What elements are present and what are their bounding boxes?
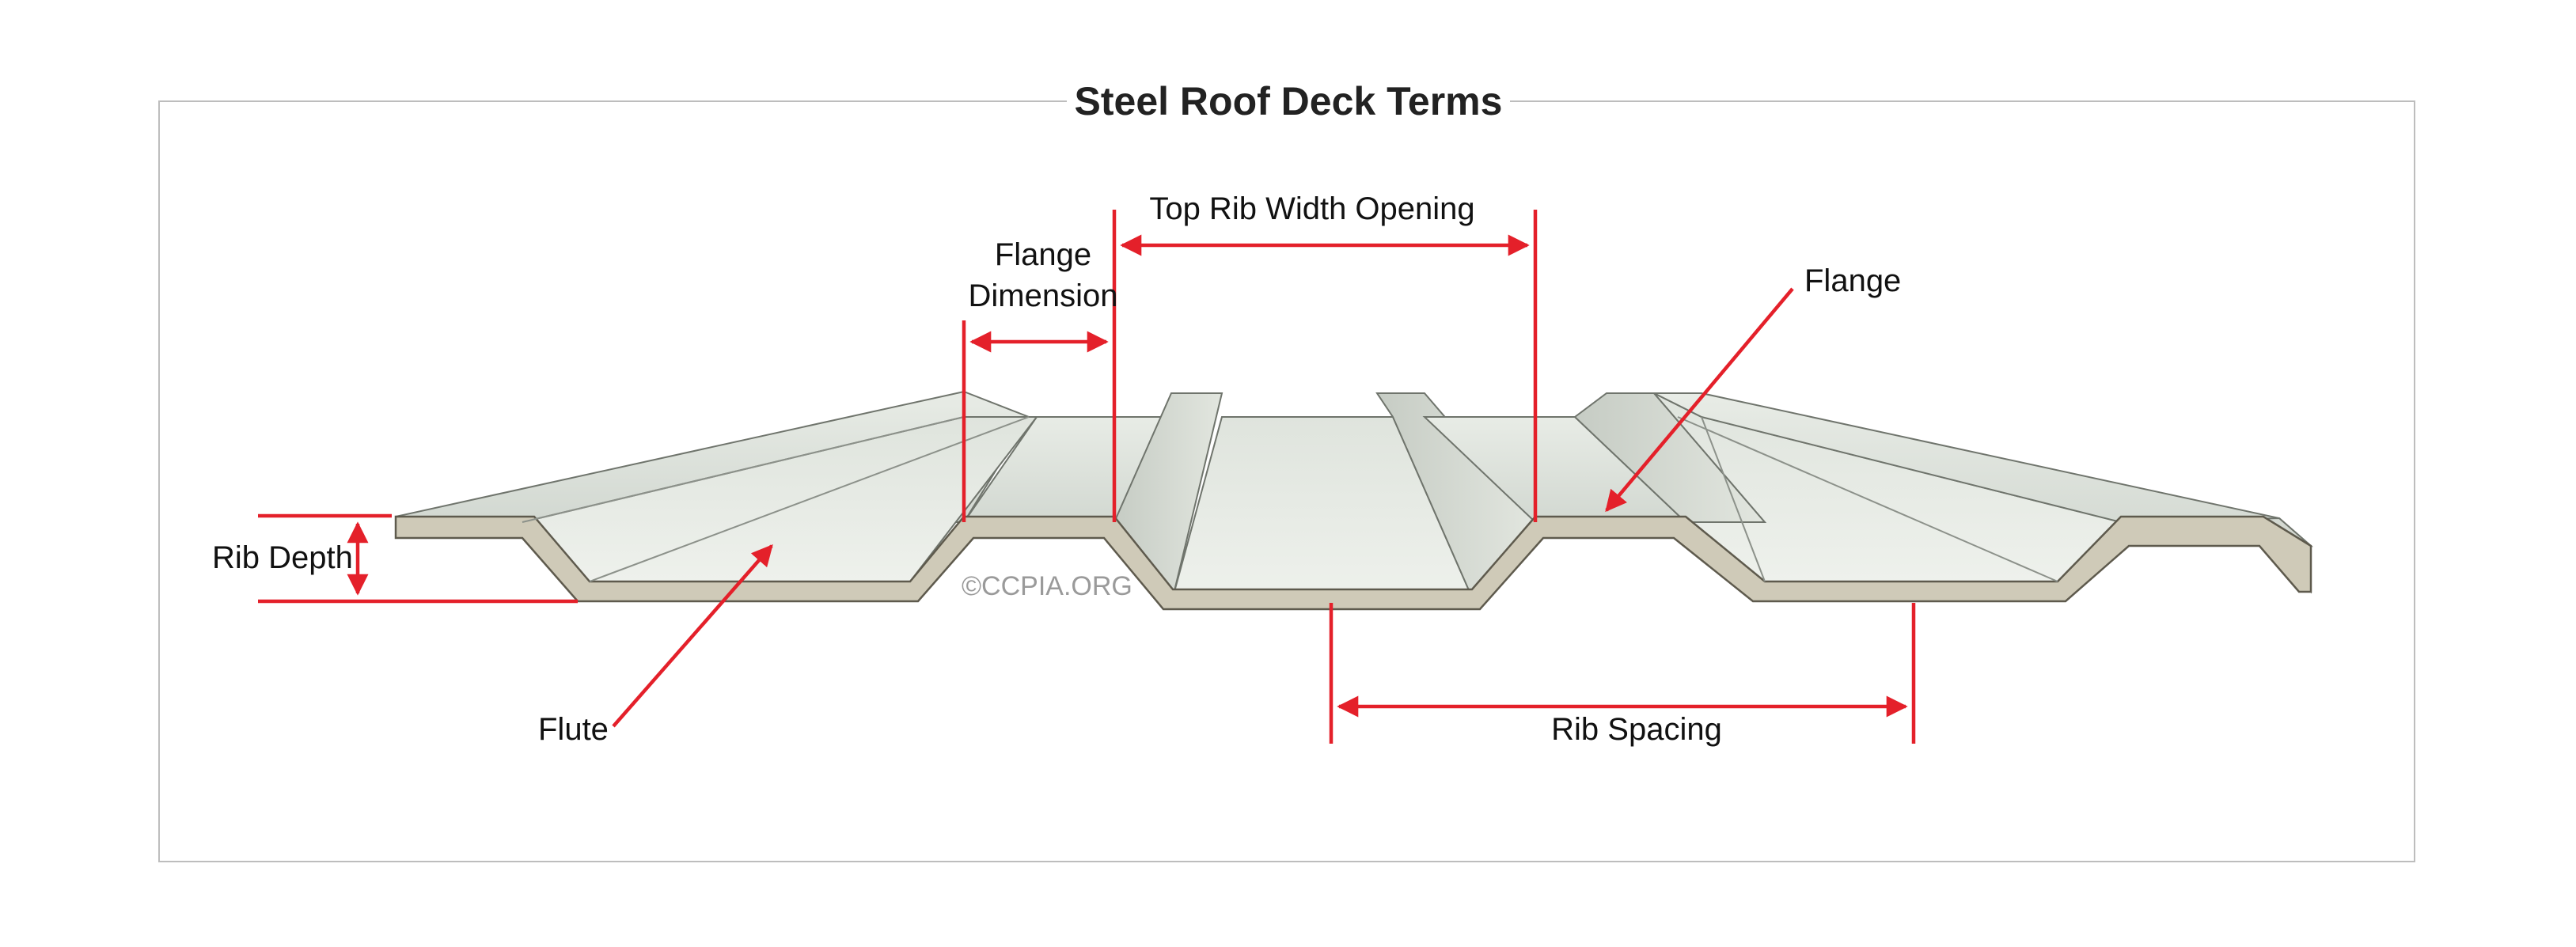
watermark: ©CCPIA.ORG — [962, 571, 1132, 601]
label-rib-depth: Rib Depth — [212, 540, 353, 575]
deck-fold-line — [1677, 416, 2058, 582]
flange-dimension-annotation: Flange Dimension — [962, 237, 1118, 522]
label-flange-dimension-line2: Dimension — [969, 278, 1118, 313]
deck-fold-line — [589, 416, 1030, 582]
rib-spacing-annotation: Rib Spacing — [1329, 603, 1916, 747]
flange-annotation: Flange — [1605, 263, 1901, 513]
label-rib-spacing: Rib Spacing — [1551, 712, 1722, 747]
diagram-title: Steel Roof Deck Terms — [1074, 79, 1503, 123]
top-rib-width-annotation: Top Rib Width Opening — [1112, 191, 1538, 522]
label-flange: Flange — [1804, 263, 1901, 298]
title-container: Steel Roof Deck Terms — [1067, 70, 1510, 133]
deck-cut-edge — [394, 515, 2312, 611]
label-flange-dimension-line1: Flange — [995, 237, 1091, 272]
deck-fold-line — [522, 416, 965, 523]
pointer-arrow — [1605, 287, 1794, 513]
label-top-rib-width-opening: Top Rib Width Opening — [1149, 191, 1474, 226]
rib-depth-annotation: Rib Depth — [212, 513, 578, 604]
steel-deck-panel — [394, 390, 2314, 611]
label-flute: Flute — [538, 712, 609, 747]
pointer-arrow — [612, 544, 773, 728]
deck-fold-line — [1701, 416, 1766, 582]
flute-annotation: Flute — [538, 544, 773, 747]
